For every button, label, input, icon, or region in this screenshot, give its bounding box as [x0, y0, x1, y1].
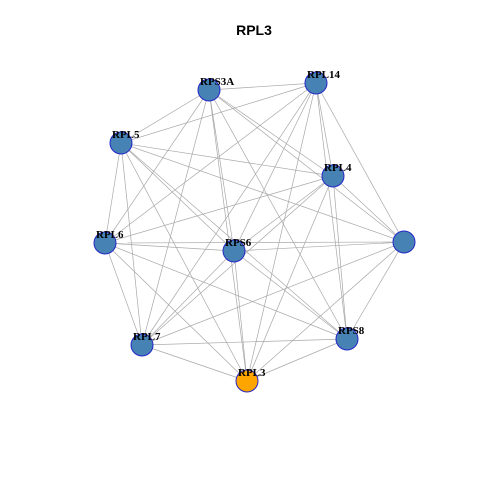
node-rpl4 [321, 164, 345, 188]
node-label-rpl6: RPL6 [96, 229, 124, 241]
edge-n9-rps8 [346, 241, 405, 340]
node-rps6 [222, 239, 246, 263]
node-label-rpl5: RPL5 [112, 129, 140, 141]
edge-rps6-rpl3 [233, 250, 248, 382]
edge-rpl5-rpl6 [104, 142, 122, 244]
node-label-rps8: RPS8 [338, 325, 365, 337]
edge-rpl4-rpl6 [104, 175, 334, 244]
edge-rpl5-rps6 [120, 142, 235, 252]
diagram-title: RPL3 [236, 22, 272, 38]
edge-rpl7-rps8 [141, 338, 348, 346]
edge-rpl14-rpl4 [315, 82, 334, 177]
edge-rpl14-rpl5 [120, 82, 317, 144]
node-rps3a [197, 78, 221, 102]
edge-rpl14-n9 [315, 82, 405, 243]
edge-n9-rpl6 [104, 241, 405, 244]
edge-rpl14-rpl6 [104, 82, 317, 244]
edge-rpl14-rpl7 [141, 82, 317, 346]
edge-rpl6-rps8 [104, 242, 348, 340]
edge-rpl4-n9 [332, 175, 405, 243]
edge-rps3a-rpl5 [120, 89, 210, 144]
edge-rpl14-rps8 [315, 82, 348, 340]
node-rpl14 [304, 71, 328, 95]
node-label-rpl14: RPL14 [307, 69, 341, 81]
node-rpl6 [93, 231, 117, 255]
edge-n9-rps6 [233, 241, 405, 252]
node-n9 [392, 230, 416, 254]
edge-rps8-rpl3 [246, 338, 348, 382]
node-rpl7 [130, 333, 154, 357]
edge-rpl5-rpl4 [120, 142, 334, 177]
node-rpl3 [235, 369, 259, 393]
node-rps8 [335, 327, 359, 351]
edge-rpl6-rps6 [104, 242, 235, 252]
edge-rps3a-rpl7 [141, 89, 210, 346]
node-layer [93, 71, 416, 393]
node-rpl5 [109, 131, 133, 155]
edge-rps3a-rpl14 [208, 82, 317, 91]
edge-rps3a-rps6 [208, 89, 235, 252]
edge-rps6-rpl7 [141, 250, 235, 346]
edge-rpl7-rpl3 [141, 344, 248, 382]
node-label-rps6: RPS6 [225, 237, 252, 249]
edge-rpl14-rpl3 [246, 82, 317, 382]
edge-rpl5-rpl3 [120, 142, 248, 382]
edge-rps6-rps8 [233, 250, 348, 340]
edge-rpl4-rps6 [233, 175, 334, 252]
edge-rpl5-rpl7 [120, 142, 143, 346]
edge-rpl6-rpl7 [104, 242, 143, 346]
node-label-rpl3: RPL3 [238, 367, 266, 379]
edge-rps3a-rpl4 [208, 89, 334, 177]
edge-rpl4-rpl3 [246, 175, 334, 382]
edge-rpl5-n9 [120, 142, 405, 243]
edge-n9-rpl3 [246, 241, 405, 382]
node-label-rpl7: RPL7 [133, 331, 161, 343]
edge-rps3a-rpl6 [104, 89, 210, 244]
edge-n9-rpl7 [141, 241, 405, 346]
edge-layer [104, 82, 405, 382]
edge-rps3a-n9 [208, 89, 405, 243]
edge-rpl4-rps8 [332, 175, 348, 340]
node-label-rpl4: RPL4 [324, 162, 352, 174]
edge-rpl6-rpl3 [104, 242, 248, 382]
edge-rps3a-rps8 [208, 89, 348, 340]
node-label-rps3a: RPS3A [200, 76, 234, 88]
